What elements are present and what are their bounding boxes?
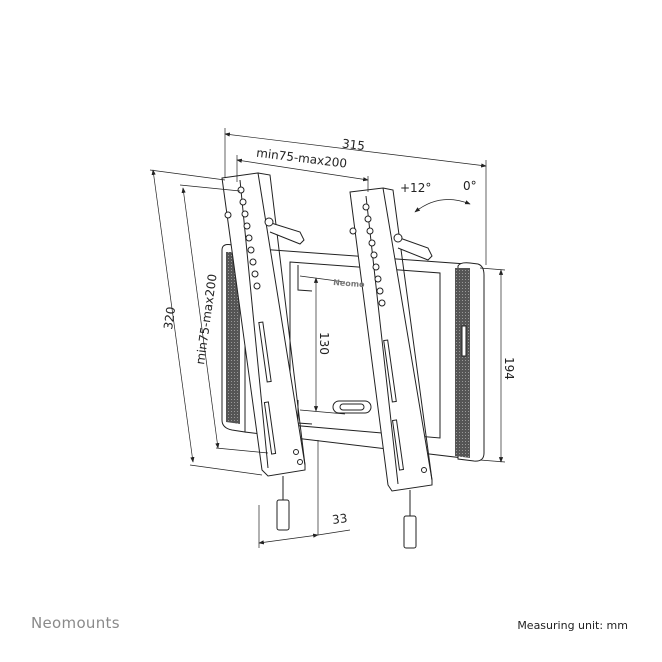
right-pad [455,262,485,462]
measuring-unit-note: Measuring unit: mm [517,619,628,632]
dim-top-hole-spacing: min75-max200 [255,146,347,171]
right-safety-pull-cord [403,490,417,549]
tilt-max-label: +12° [400,181,431,195]
side-hole-dimension-line [181,187,220,449]
plate-logo: Neomo [333,278,366,289]
dim-overall-width: 315 [341,136,365,153]
dim-side-hole-spacing: min75-max200 [193,273,220,365]
dim-plate-inner-height: 130 [317,332,331,355]
dim-wall-distance: 33 [331,511,348,527]
dim-overall-height: 320 [161,306,178,331]
depth-dimension-line [258,533,319,545]
top-hole-dimension-line [236,158,369,182]
width-dimension-line [224,132,487,168]
dim-plate-height: 194 [502,357,516,380]
tilt-arrow-icon [414,199,471,213]
left-safety-pull-cord [276,476,290,531]
tilt-min-label: 0° [463,179,477,193]
right-tilt-bracket [349,187,433,492]
brand-logo: Neomounts [31,614,120,632]
